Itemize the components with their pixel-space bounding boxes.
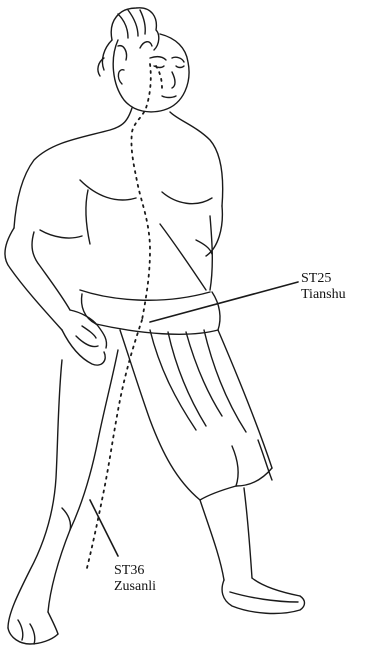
back-leg [200,488,305,613]
meridian-line [86,64,162,572]
leader-lines [90,282,298,556]
st36-leader-line [90,500,118,556]
right-arm [196,206,222,256]
front-leg [8,350,118,644]
st25-leader-line [150,282,298,322]
torso [14,108,223,300]
st25-code-label: ST25 [301,271,331,286]
skirt [82,292,272,500]
arm [5,228,106,365]
st36-code-label: ST36 [114,563,144,578]
st25-name-label: Tianshu [301,287,346,302]
st36-name-label: Zusanli [114,579,156,594]
